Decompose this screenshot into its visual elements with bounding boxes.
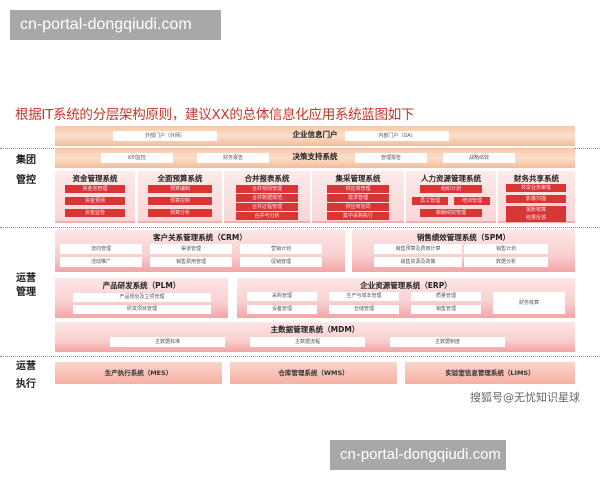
crm-item: 活动推广 [60, 257, 142, 267]
mdm-panel: 主数据管理系统（MDM） 主数据标准 主数据流程 主数据制度 [55, 322, 575, 352]
crm-item: 营销计划 [240, 244, 322, 254]
system-item: 预算控制 [148, 197, 212, 205]
system-title: 资金管理系统 [72, 174, 118, 183]
side-label-operation-execution: 运营 执行 [16, 360, 36, 392]
erp-item: 财务核算 [493, 292, 565, 314]
dss-item: 战略绩效 [443, 153, 515, 163]
system-item: 预算分析 [148, 209, 212, 217]
diagram-title: 根据IT系统的分层架构原则，建议XX的总体信息化应用系统蓝图如下 [15, 107, 415, 123]
mdm-item: 主数据流程 [250, 337, 365, 347]
erp-item: 采购管理 [247, 292, 317, 301]
divider-line [0, 227, 600, 228]
system-item: 集中采购执行 [327, 212, 389, 220]
mdm-item: 主数据制度 [390, 337, 505, 347]
side-label-line: 运营 [16, 273, 36, 284]
erp-item: 设备管理 [247, 305, 317, 314]
portal-title: 企业信息门户 [292, 130, 338, 139]
system-item: 供应商协同 [327, 203, 389, 211]
mdm-title: 主数据管理系统（MDM） [270, 325, 360, 334]
system-item: 合并过程管理 [236, 203, 298, 211]
side-label-line: 集团 [16, 155, 36, 166]
spm-item: 数据分析 [464, 257, 548, 267]
system-item: 合并规则管理 [236, 185, 298, 193]
system-item: 薪酬绩效管理 [420, 209, 482, 217]
side-label-line: 运营 [16, 361, 36, 372]
system-title: 集采管理系统 [335, 174, 381, 183]
erp-item: 质量管理 [411, 292, 481, 301]
system-item: 资金预测 [65, 197, 125, 205]
spm-item: 销售计划 [464, 244, 548, 254]
system-item: 影像扫描 [506, 195, 566, 203]
mdm-item: 主数据标准 [110, 337, 225, 347]
system-item: 合并与分析 [236, 212, 298, 220]
dss-item: KPI监控 [101, 153, 173, 163]
portal-band: 外部门户（外网） 企业信息门户 内部门户（OA） [55, 126, 575, 146]
watermark-top: cn-portal-dongqiudi.com [10, 10, 221, 40]
side-label-operation-management: 运营 管理 [16, 272, 36, 300]
divider-line [0, 356, 600, 357]
system-item: 供应商管理 [327, 185, 389, 193]
system-fund-management: 资金管理系统 资金池管理 资金预测 资金监管 [55, 171, 135, 223]
spm-item: 销售资源及政策 [374, 257, 462, 267]
system-mes: 生产执行系统（MES） [55, 362, 222, 384]
erp-panel: 企业资源管理系统（ERP） 采购管理 生产与成本管理 质量管理 财务核算 设备管… [237, 278, 575, 318]
system-item: 员工管理 [412, 197, 448, 205]
spm-item: 销售预算及费用计算 [374, 244, 462, 254]
system-item: 培训管理 [454, 197, 490, 205]
plm-item: 产品规划及立项管理 [73, 293, 211, 302]
plm-item: 研发项目管理 [73, 305, 211, 314]
system-item: 结果反馈 [525, 215, 546, 221]
system-wms: 仓库管理系统（WMS） [230, 362, 397, 384]
plm-panel: 产品研发系统（PLM） 产品规划及立项管理 研发项目管理 [55, 278, 228, 318]
dss-item: 财务报告 [197, 153, 269, 163]
dss-title: 决策支持系统 [292, 152, 338, 161]
side-label-line: 管控 [16, 175, 36, 186]
crm-item: 促销管理 [240, 257, 322, 267]
system-item-stack: 报账核算 结果反馈 [506, 206, 566, 222]
system-centralized-procurement: 集采管理系统 供应商管理 需求管理 供应商协同 集中采购执行 [312, 171, 404, 223]
dss-item: 管理报告 [355, 153, 427, 163]
crm-panel: 客户关系管理系统（CRM） 流向管理 渠道管理 营销计划 活动推广 销售费用管理… [55, 230, 345, 272]
system-item: 合并数据规范 [236, 194, 298, 202]
system-item: 预算编制 [148, 185, 212, 193]
side-label-line: 执行 [16, 379, 36, 390]
crm-item: 销售费用管理 [150, 257, 232, 267]
system-item: 需求管理 [327, 194, 389, 202]
decision-support-band: KPI监控 财务报告 决策支持系统 管理报告 战略绩效 [55, 148, 575, 168]
system-item: 资金监管 [65, 209, 125, 217]
system-title: 全面预算系统 [157, 174, 203, 183]
erp-item: 仓储管理 [329, 305, 399, 314]
crm-title: 客户关系管理系统（CRM） [153, 233, 247, 242]
system-budget: 全面预算系统 预算编制 预算控制 预算分析 [138, 171, 222, 223]
system-human-resources: 人力资源管理系统 组织计划 员工管理 培训管理 薪酬绩效管理 [406, 171, 496, 223]
crm-item: 渠道管理 [150, 244, 232, 254]
erp-title: 企业资源管理系统（ERP） [360, 281, 452, 290]
watermark-bottom: cn-portal-dongqiudi.com [330, 440, 506, 470]
system-item: 资金池管理 [65, 185, 125, 193]
spm-panel: 销售绩效管理系统（SPM） 销售预算及费用计算 销售计划 销售资源及政策 数据分… [352, 230, 575, 272]
portal-internal: 内部门户（OA） [345, 131, 449, 141]
erp-item: 生产与成本管理 [329, 292, 399, 301]
system-item: 共享业务审批 [506, 184, 566, 192]
side-label-group-control: 集团 管控 [16, 154, 36, 188]
crm-item: 流向管理 [60, 244, 142, 254]
system-consolidated-reports: 合并报表系统 合并规则管理 合并数据规范 合并过程管理 合并与分析 [224, 171, 310, 223]
plm-title: 产品研发系统（PLM） [102, 281, 181, 290]
source-credit: 搜狐号@无忧知识星球 [470, 391, 580, 404]
system-title: 财务共享系统 [514, 174, 559, 183]
system-lims: 实验室信息管理系统（LIMS） [405, 362, 575, 384]
system-title: 合并报表系统 [244, 174, 290, 183]
system-title: 人力资源管理系统 [421, 174, 481, 183]
erp-item: 销售管理 [411, 305, 481, 314]
side-label-line: 管理 [16, 287, 36, 298]
system-item: 报账核算 [525, 207, 546, 213]
portal-external: 外部门户（外网） [113, 131, 217, 141]
system-item: 组织计划 [420, 185, 482, 193]
system-financial-sharing: 财务共享系统 共享业务审批 影像扫描 报账核算 结果反馈 [498, 171, 575, 223]
spm-title: 销售绩效管理系统（SPM） [416, 233, 511, 242]
